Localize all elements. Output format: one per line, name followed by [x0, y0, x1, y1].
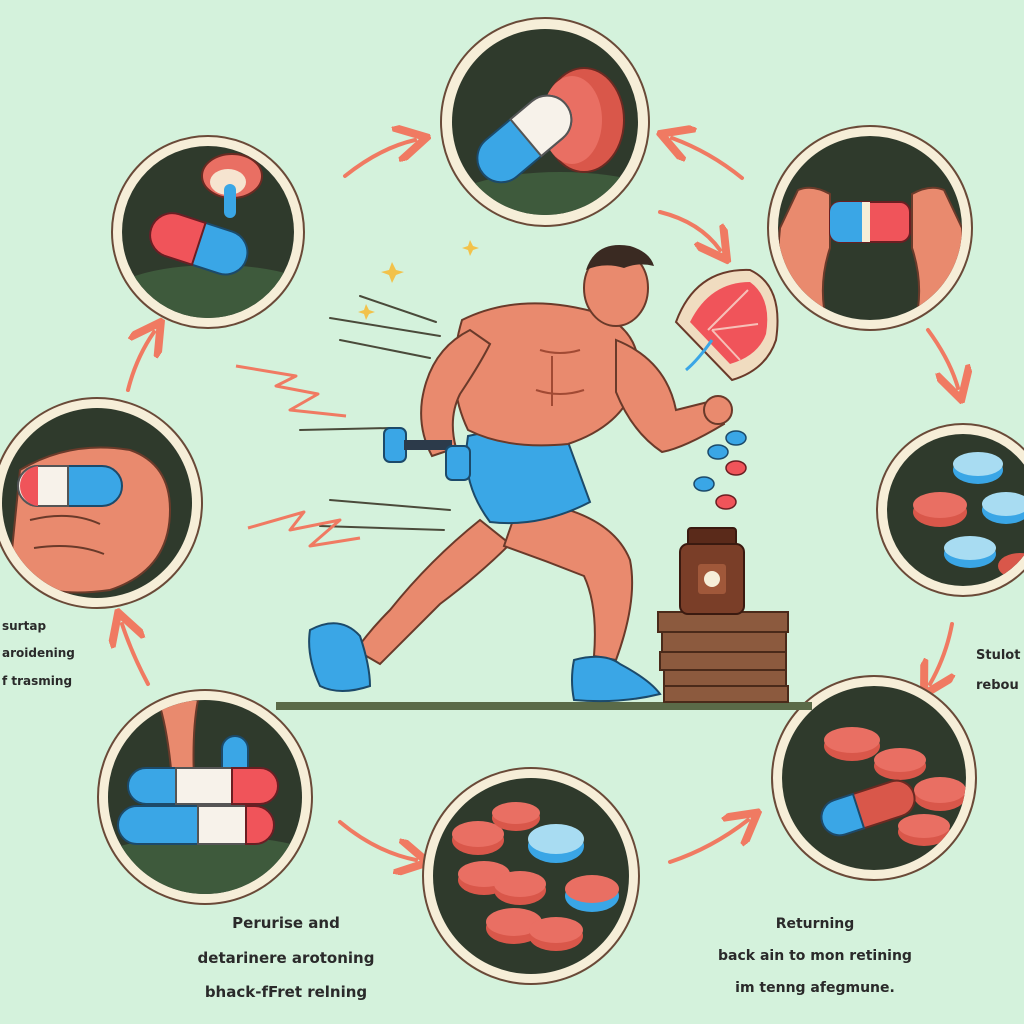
supplement-bottle-icon: [679, 527, 745, 615]
arrow-icon: [930, 622, 952, 684]
arrow-icon: [126, 332, 154, 392]
caption-line: bhack-fFret relning: [204, 983, 368, 1002]
caption-line: im tenng afegmune.: [735, 980, 895, 997]
hair: [586, 245, 654, 270]
arrow-icon: [122, 624, 150, 686]
caption-line: aroidening: [2, 646, 75, 661]
circle-capsule-stack: [97, 689, 313, 905]
tablet-icon: [494, 871, 546, 905]
tablet-icon: [898, 814, 950, 846]
sparkle-icon: [381, 262, 404, 283]
capsule-icon: [149, 212, 249, 276]
capsule-icon: [476, 94, 573, 184]
sneaker-icon: [571, 655, 662, 703]
torso: [453, 302, 640, 447]
caption-line: back ain to mon retining: [718, 948, 912, 965]
lightning-icon: [235, 364, 347, 418]
motion-lines: [299, 295, 451, 531]
capsule-icon: [707, 444, 729, 460]
tape-icon: [201, 153, 263, 218]
caption-line: Stulot: [976, 647, 1021, 663]
capsule-icon: [17, 465, 123, 507]
tablet-icon: [492, 802, 540, 831]
box-stack: [657, 611, 789, 703]
arrow-icon: [658, 210, 720, 250]
capsule-icon: [725, 460, 747, 476]
caption-line: f trasming: [2, 673, 73, 688]
arrow-icon: [672, 138, 744, 180]
circle-hand-capsule: [0, 397, 203, 609]
tablet-icon: [486, 908, 542, 944]
cycle-arrows: [122, 138, 958, 862]
caption-bottom-right: Returning back ain to mon retining im te…: [694, 900, 936, 1013]
capsule-icon: [715, 494, 737, 510]
circle-capsule-disc: [440, 17, 650, 227]
circle-tablets-capsule: [771, 675, 977, 881]
arrow-icon: [668, 820, 748, 864]
caption-line: Returning: [775, 916, 855, 933]
tablet-icon: [913, 492, 967, 527]
lightning-icon: [247, 510, 361, 548]
circle-capsule-opening: [111, 135, 305, 329]
arrow-icon: [343, 140, 415, 178]
caption-line: Perurise and: [232, 914, 340, 933]
tablet-icon: [953, 452, 1003, 484]
tablet-icon: [874, 748, 926, 780]
capsule-icon: [127, 767, 279, 805]
tablet-icon: [824, 727, 880, 761]
sparkle-icon: [462, 240, 479, 256]
arrow-icon: [338, 820, 416, 860]
caption-line: detarinere arotoning: [197, 948, 375, 967]
capsule-icon: [693, 476, 715, 492]
falling-pills: [693, 430, 747, 510]
caption-line: surtap: [2, 618, 47, 633]
sparkle-icon: [358, 304, 375, 320]
tablet-icon: [452, 821, 504, 855]
athlete-scene: [235, 240, 812, 710]
caption-left: surtap aroidening f trasming: [2, 606, 75, 703]
caption-bottom-center: Perurise and detarinere arotoning bhack-…: [188, 898, 384, 1019]
circle-tablet-pile: [422, 767, 640, 985]
arrow-icon: [926, 328, 958, 388]
tablet-icon: [982, 492, 1024, 524]
tablet-icon: [944, 536, 996, 568]
dumbbell-icon: [383, 427, 471, 481]
capsule-icon: [725, 430, 747, 446]
circle-tablets: [876, 423, 1024, 597]
tablet-icon: [914, 777, 966, 811]
caption-right: Stulot rebou: [976, 634, 1020, 709]
sneaker-icon: [308, 622, 372, 692]
circle-hands-capsule: [767, 125, 973, 331]
capsule-icon: [117, 805, 275, 845]
capsule-icon: [820, 779, 916, 837]
tablet-icon: [528, 824, 584, 863]
tablet-icon: [529, 917, 583, 951]
tablet-icon: [565, 875, 619, 912]
floor-line: [276, 702, 812, 710]
caption-line: rebou: [976, 677, 1019, 693]
grapefruit-icon: [674, 268, 779, 382]
